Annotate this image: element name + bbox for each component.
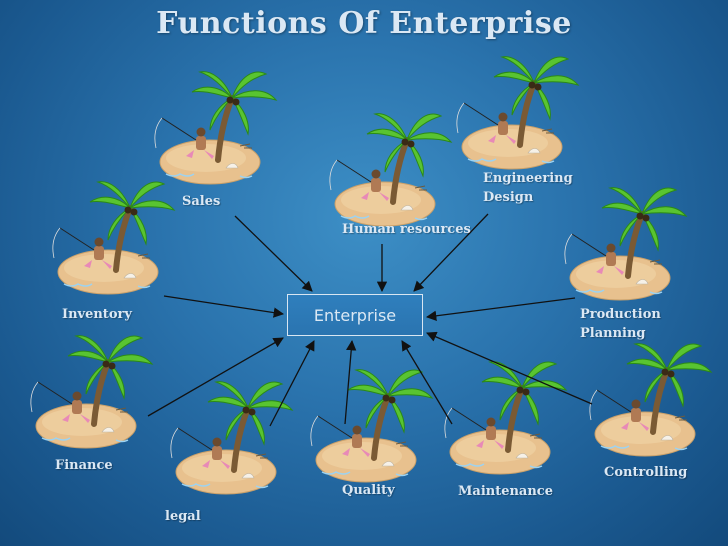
label-engineering-design: Engineering Design <box>483 171 573 205</box>
label-inventory: Inventory <box>62 307 132 322</box>
label-finance: Finance <box>55 458 113 473</box>
label-quality: Quality <box>342 483 395 498</box>
label-production-planning: Production Planning <box>580 307 661 341</box>
island-legal-icon <box>171 382 292 494</box>
arrow-maintenance <box>401 340 453 425</box>
label-controlling: Controlling <box>604 465 688 480</box>
arrow-legal <box>269 340 315 427</box>
page-title: Functions Of Enterprise <box>156 6 572 41</box>
island-sales-icon <box>155 72 276 184</box>
arrow-inventory <box>163 295 285 318</box>
island-inventory-icon <box>53 182 174 294</box>
island-maintenance-icon <box>445 362 566 474</box>
arrow-quality <box>344 339 357 425</box>
island-quality-icon <box>311 370 432 482</box>
label-human-resources: Human resources <box>342 222 471 237</box>
label-maintenance: Maintenance <box>458 484 553 499</box>
label-sales: Sales <box>182 194 221 209</box>
island-engineering-design-icon <box>457 57 578 169</box>
island-human-resources-icon <box>330 114 451 226</box>
island-production-planning-icon <box>565 188 686 300</box>
arrow-finance <box>147 337 284 417</box>
enterprise-label: Enterprise <box>313 305 397 325</box>
arrow-production-planning <box>425 297 576 321</box>
enterprise-box[interactable]: Enterprise <box>287 294 423 336</box>
island-controlling-icon <box>590 344 711 456</box>
arrow-sales <box>234 215 313 292</box>
label-legal: legal <box>165 509 201 524</box>
island-finance-icon <box>31 336 152 448</box>
arrow-controlling <box>426 331 593 405</box>
arrow-engineering-design <box>413 213 489 292</box>
